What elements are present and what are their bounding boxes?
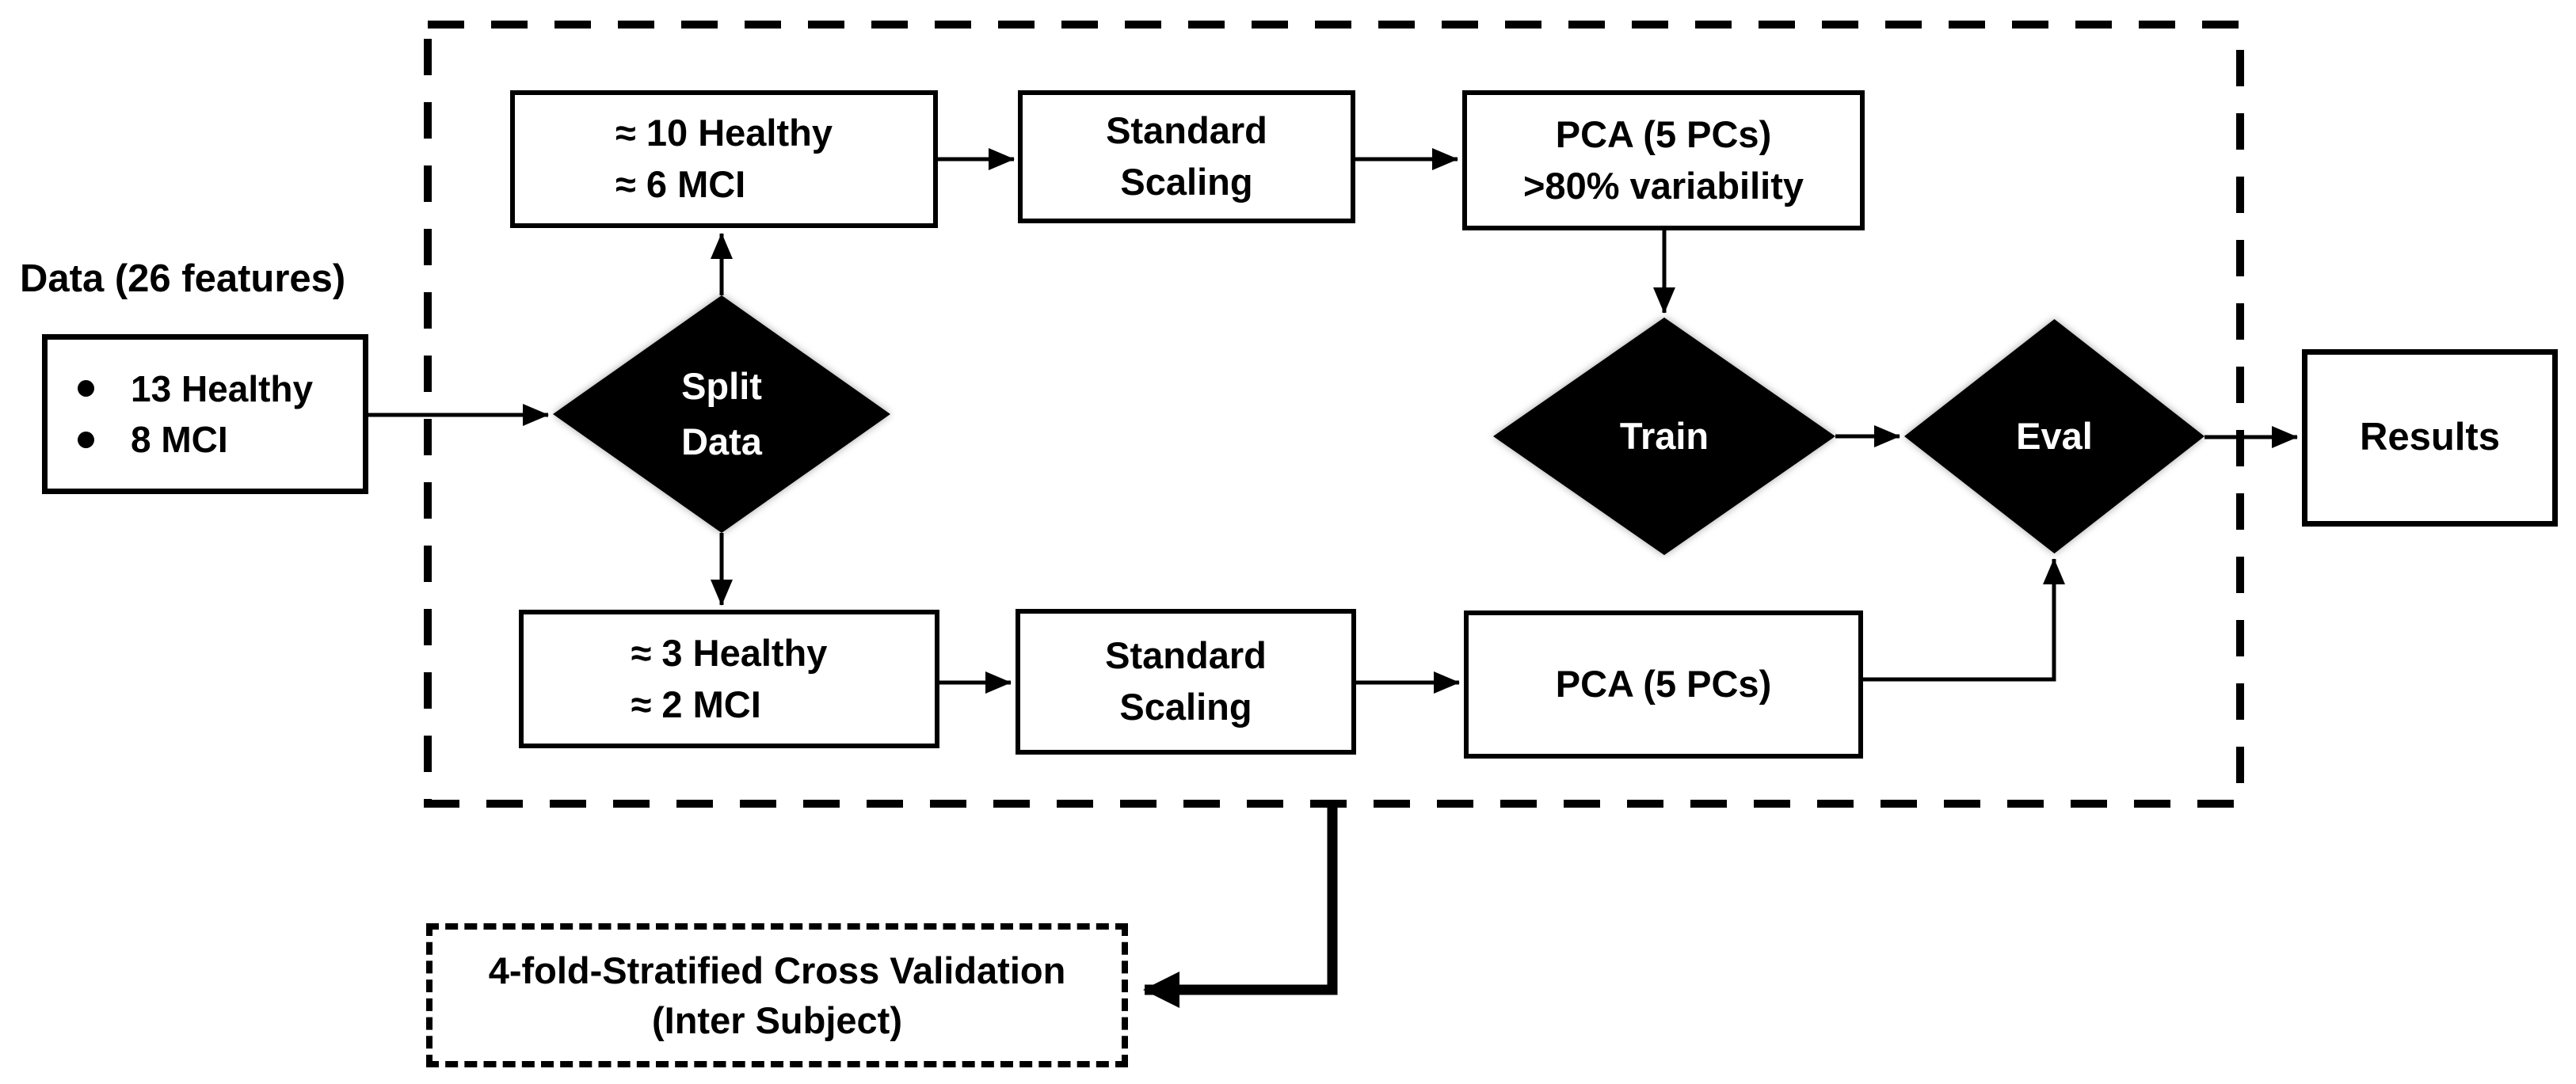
list-item: 8 MCI: [78, 414, 228, 465]
list-item: 13 Healthy: [78, 363, 313, 414]
pca-bottom-line1: PCA (5 PCs): [1555, 663, 1772, 706]
connector-pca-bottom-to-eval: [1863, 558, 2065, 682]
pca-test-box: PCA (5 PCs): [1464, 610, 1863, 759]
pca-top-line1: PCA (5 PCs): [1555, 112, 1772, 155]
cross-validation-line1: 4-fold-Stratified Cross Validation: [488, 949, 1066, 991]
list-item-label: 8 MCI: [131, 419, 228, 460]
connector-pipeline-to-crossvalidation: [1143, 804, 1338, 1008]
test-split-line1: ≈ 3 Healthy: [631, 631, 828, 674]
data-source-box: 13 Healthy 8 MCI: [42, 334, 368, 494]
train-split-line1: ≈ 10 Healthy: [615, 112, 833, 154]
train-diamond-shape: Train: [1493, 318, 1835, 555]
scaling-top-line2: Scaling: [1120, 161, 1253, 203]
list-item-label: 13 Healthy: [131, 367, 314, 409]
data-source-label: Data (26 features): [20, 257, 346, 300]
scaling-bottom-line2: Scaling: [1119, 686, 1252, 728]
train-diamond: Train: [1493, 318, 1835, 555]
standard-scaling-train-box: Standard Scaling: [1018, 90, 1355, 223]
test-split-text: ≈ 3 Healthy ≈ 2 MCI: [631, 628, 828, 731]
split-data-diamond: Split Data: [553, 295, 890, 533]
eval-diamond-label: Eval: [2016, 414, 2093, 457]
cross-validation-line2: (Inter Subject): [652, 999, 902, 1041]
bullet-dot-icon: [78, 431, 94, 448]
split-diamond-label-line1: Split: [681, 364, 762, 407]
standard-scaling-test-box: Standard Scaling: [1016, 609, 1356, 755]
test-split-line2: ≈ 2 MCI: [631, 683, 761, 725]
test-split-box: ≈ 3 Healthy ≈ 2 MCI: [519, 610, 939, 748]
train-split-text: ≈ 10 Healthy ≈ 6 MCI: [615, 108, 833, 211]
bullet-dot-icon: [78, 380, 94, 397]
train-split-box: ≈ 10 Healthy ≈ 6 MCI: [510, 90, 938, 228]
cross-validation-box: 4-fold-Stratified Cross Validation (Inte…: [426, 923, 1128, 1067]
split-diamond-label-line2: Data: [681, 420, 762, 462]
eval-diamond-shape: Eval: [1904, 319, 2204, 553]
pca-train-box: PCA (5 PCs) >80% variability: [1462, 90, 1865, 230]
split-data-diamond-shape: Split Data: [553, 295, 890, 533]
results-label: Results: [2359, 416, 2500, 459]
train-split-line2: ≈ 6 MCI: [615, 163, 746, 205]
scaling-bottom-line1: Standard: [1105, 634, 1267, 677]
scaling-top-line1: Standard: [1106, 109, 1267, 152]
train-diamond-label: Train: [1619, 414, 1709, 457]
pca-top-line2: >80% variability: [1522, 164, 1804, 207]
eval-diamond: Eval: [1904, 319, 2204, 553]
results-box: Results: [2302, 349, 2558, 527]
